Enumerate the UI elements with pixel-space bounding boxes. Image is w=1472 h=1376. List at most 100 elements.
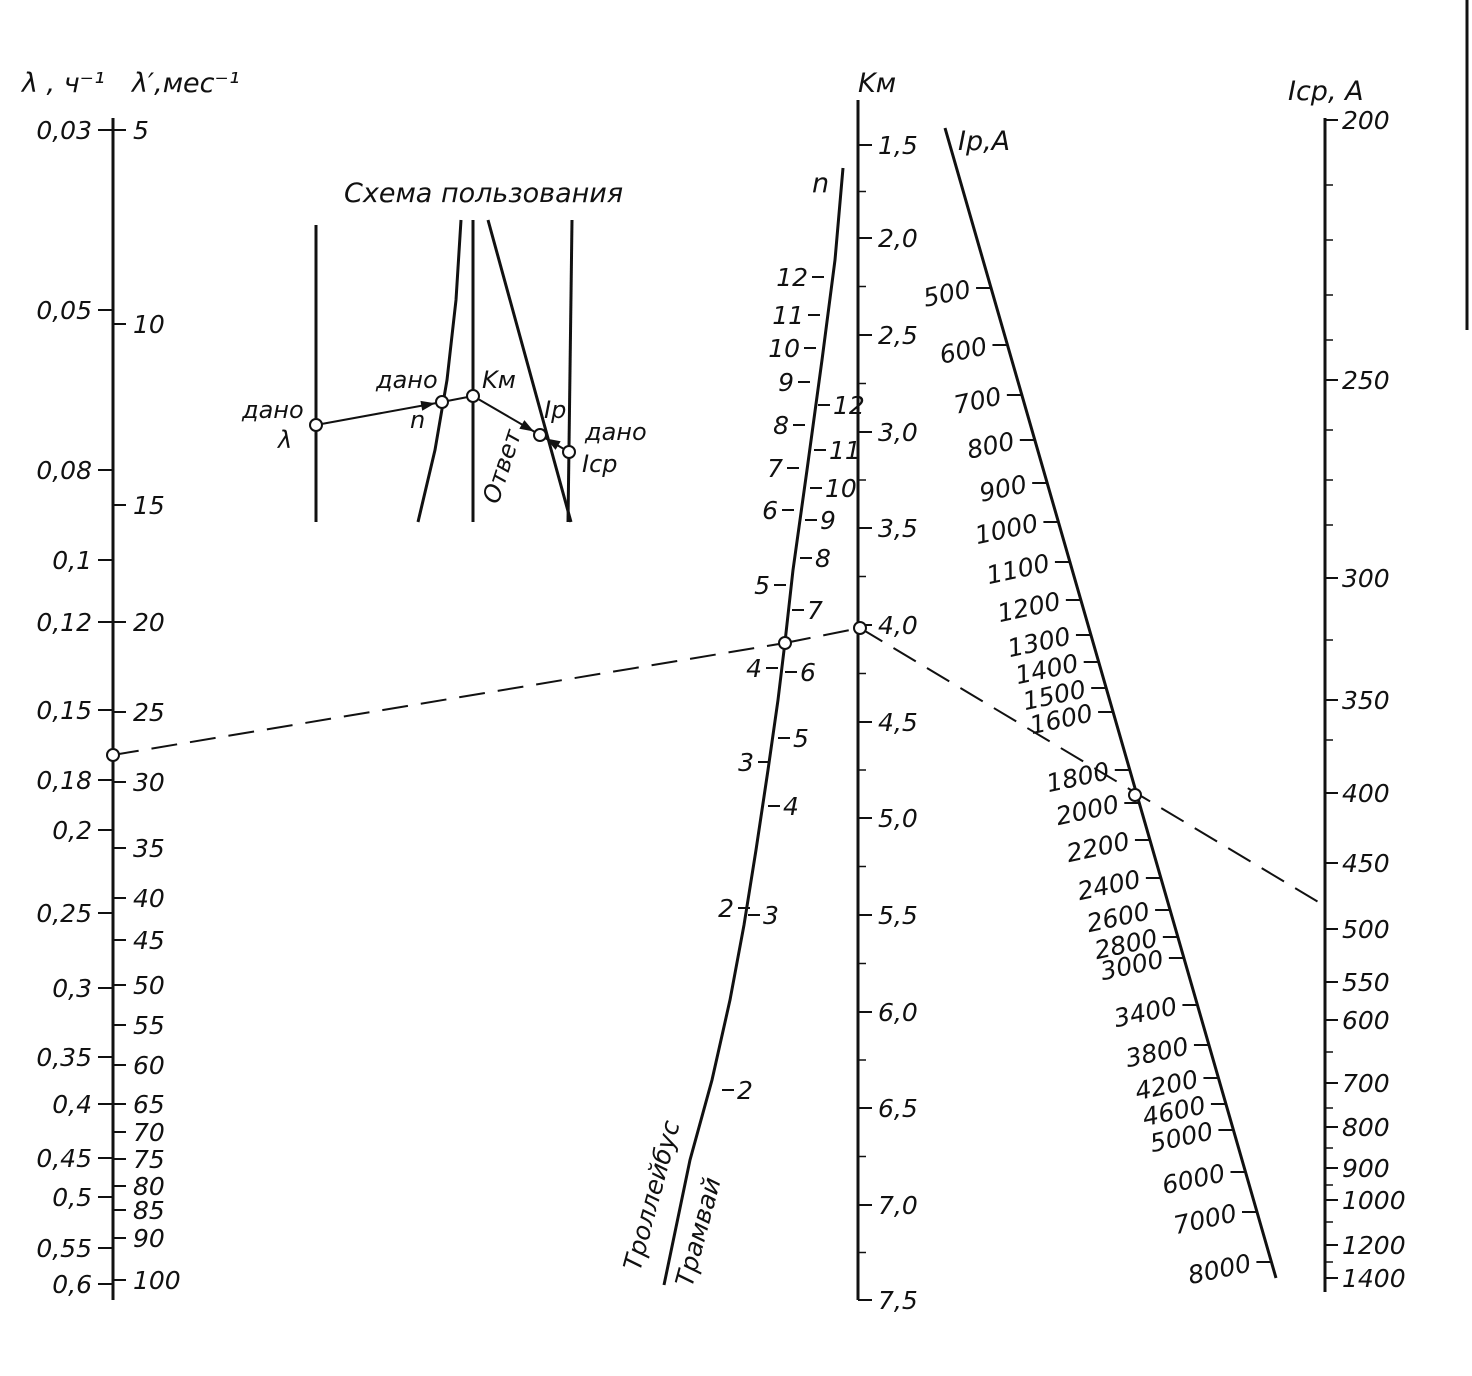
lambda-month-axis-title: λ′,мес⁻¹ — [130, 68, 240, 99]
km-tick-label: 3,5 — [878, 514, 918, 543]
icp-tick-label: 300 — [1342, 564, 1390, 593]
lambda-month-tick-label: 45 — [133, 926, 165, 955]
km-axis-title: Kм — [858, 68, 896, 99]
scheme-given-n: дано — [375, 366, 438, 394]
ip-axis-title: Iр,A — [958, 126, 1010, 157]
example-point-ip — [1128, 788, 1142, 802]
lambda-month-tick-label: 30 — [133, 768, 165, 797]
icp-tick-label: 600 — [1342, 1006, 1390, 1035]
lambda-tick-label: 0,15 — [36, 696, 92, 725]
lambda-month-tick-label: 5 — [133, 116, 149, 145]
icp-tick-label: 500 — [1342, 915, 1390, 944]
scheme-icp-symbol: Iср — [582, 450, 618, 478]
scheme-point-1 — [435, 395, 449, 409]
scheme-ip-axis — [486, 219, 573, 523]
lambda-tick-label: 0,4 — [52, 1090, 92, 1119]
trolleybus-tick-label: 6 — [762, 496, 778, 525]
tram-tick-label: 9 — [820, 506, 836, 535]
scheme-title: Схема пользования — [344, 178, 623, 209]
km-tick-label: 6,5 — [878, 1094, 918, 1123]
km-tick-label: 7,0 — [878, 1191, 918, 1220]
lambda-tick-label: 0,3 — [52, 974, 92, 1003]
lambda-tick-label: 0,25 — [36, 899, 92, 928]
tram-tick-label: 2 — [737, 1076, 753, 1105]
km-tick-label: 5,0 — [878, 804, 918, 833]
lambda-month-tick-label: 10 — [133, 310, 165, 339]
lambda-tick-label: 0,5 — [52, 1183, 92, 1212]
lambda-month-tick-label: 80 — [133, 1172, 165, 1201]
km-tick-label: 2,5 — [878, 321, 918, 350]
ip-tick-label: 600 — [937, 332, 990, 370]
scheme-point-2 — [466, 389, 480, 403]
scheme-n-symbol: n — [410, 406, 425, 434]
lambda-tick-label: 0,1 — [52, 546, 92, 575]
ip-tick-label: 7000 — [1171, 1199, 1239, 1241]
lambda-month-tick-label: 70 — [133, 1118, 165, 1147]
ip-tick-label: 6000 — [1159, 1159, 1227, 1201]
scheme-arrow-km-ip-head — [519, 420, 534, 432]
lambda-month-tick-label: 50 — [133, 971, 165, 1000]
icp-tick-label: 400 — [1342, 779, 1390, 808]
scheme-point-0 — [309, 418, 323, 432]
ip-tick-label: 8000 — [1185, 1249, 1253, 1291]
n-curve — [662, 167, 845, 1286]
example-point-km — [853, 621, 867, 635]
tram-tick-label: 5 — [793, 724, 809, 753]
ip-tick-label: 700 — [951, 382, 1004, 420]
lambda-month-tick-label: 60 — [133, 1051, 165, 1080]
tram-tick-label: 11 — [829, 436, 861, 465]
icp-tick-label: 700 — [1342, 1069, 1390, 1098]
lambda-tick-label: 0,55 — [36, 1234, 92, 1263]
trolleybus-tick-label: 3 — [738, 748, 754, 777]
scheme-ip-symbol: Iр — [544, 396, 566, 424]
lambda-month-tick-label: 65 — [133, 1090, 165, 1119]
scheme-arrow-lambda-n — [315, 401, 443, 426]
tram-tick-label: 3 — [763, 901, 779, 930]
trolleybus-tick-label: 8 — [773, 411, 789, 440]
example-point-lambda — [106, 748, 120, 762]
lambda-month-tick-label: 75 — [133, 1145, 165, 1174]
example-point-n — [778, 636, 792, 650]
example-line-n-km — [784, 627, 861, 644]
icp-tick-label: 900 — [1342, 1154, 1390, 1183]
ip-tick-label: 3400 — [1111, 992, 1179, 1034]
km-tick-label: 5,5 — [878, 901, 918, 930]
lambda-month-tick-label: 85 — [133, 1196, 165, 1225]
km-tick-label: 4,0 — [878, 611, 918, 640]
trolleybus-tick-label: 11 — [772, 301, 804, 330]
lambda-month-tick-label: 15 — [133, 491, 165, 520]
lambda-tick-label: 0,03 — [36, 116, 92, 145]
tram-tick-label: 8 — [815, 544, 831, 573]
trolleybus-tick-label: 2 — [718, 894, 734, 923]
lambda-month-tick-label: 40 — [133, 884, 165, 913]
icp-tick-label: 800 — [1342, 1113, 1390, 1142]
ip-tick-label: 500 — [921, 275, 974, 313]
lambda-tick-label: 0,18 — [36, 766, 92, 795]
km-tick-label: 4,5 — [878, 708, 918, 737]
icp-tick-label: 1400 — [1342, 1264, 1406, 1293]
example-line-lambda-km — [112, 642, 786, 756]
lambda-month-tick-label: 25 — [133, 698, 165, 727]
ip-axis-line — [943, 127, 1278, 1279]
lambda-axis-title: λ , ч⁻¹ — [20, 68, 105, 99]
trolleybus-tick-label: 12 — [776, 263, 808, 292]
ip-tick-label: 900 — [977, 470, 1030, 508]
trolleybus-label: Троллейбус — [618, 1117, 686, 1273]
scheme-given-lambda: дано — [241, 396, 304, 424]
trolleybus-tick-label: 5 — [754, 571, 770, 600]
scheme-given-icp: дано — [584, 418, 647, 446]
trolleybus-tick-label: 10 — [768, 334, 800, 363]
icp-tick-label: 250 — [1342, 366, 1390, 395]
lambda-tick-label: 0,45 — [36, 1144, 92, 1173]
tram-tick-label: 6 — [800, 658, 816, 687]
scheme-km-symbol: Kм — [482, 366, 516, 394]
icp-tick-label: 200 — [1342, 106, 1390, 135]
trolleybus-tick-label: 7 — [767, 454, 783, 483]
ip-tick-label: 800 — [964, 427, 1017, 465]
lambda-month-tick-label: 100 — [133, 1266, 181, 1295]
icp-tick-label: 1000 — [1342, 1186, 1406, 1215]
ip-tick-label: 1100 — [984, 549, 1052, 591]
lambda-month-tick-label: 90 — [133, 1224, 165, 1253]
scheme-lambda-symbol: λ — [276, 426, 292, 454]
icp-tick-label: 1200 — [1342, 1231, 1406, 1260]
